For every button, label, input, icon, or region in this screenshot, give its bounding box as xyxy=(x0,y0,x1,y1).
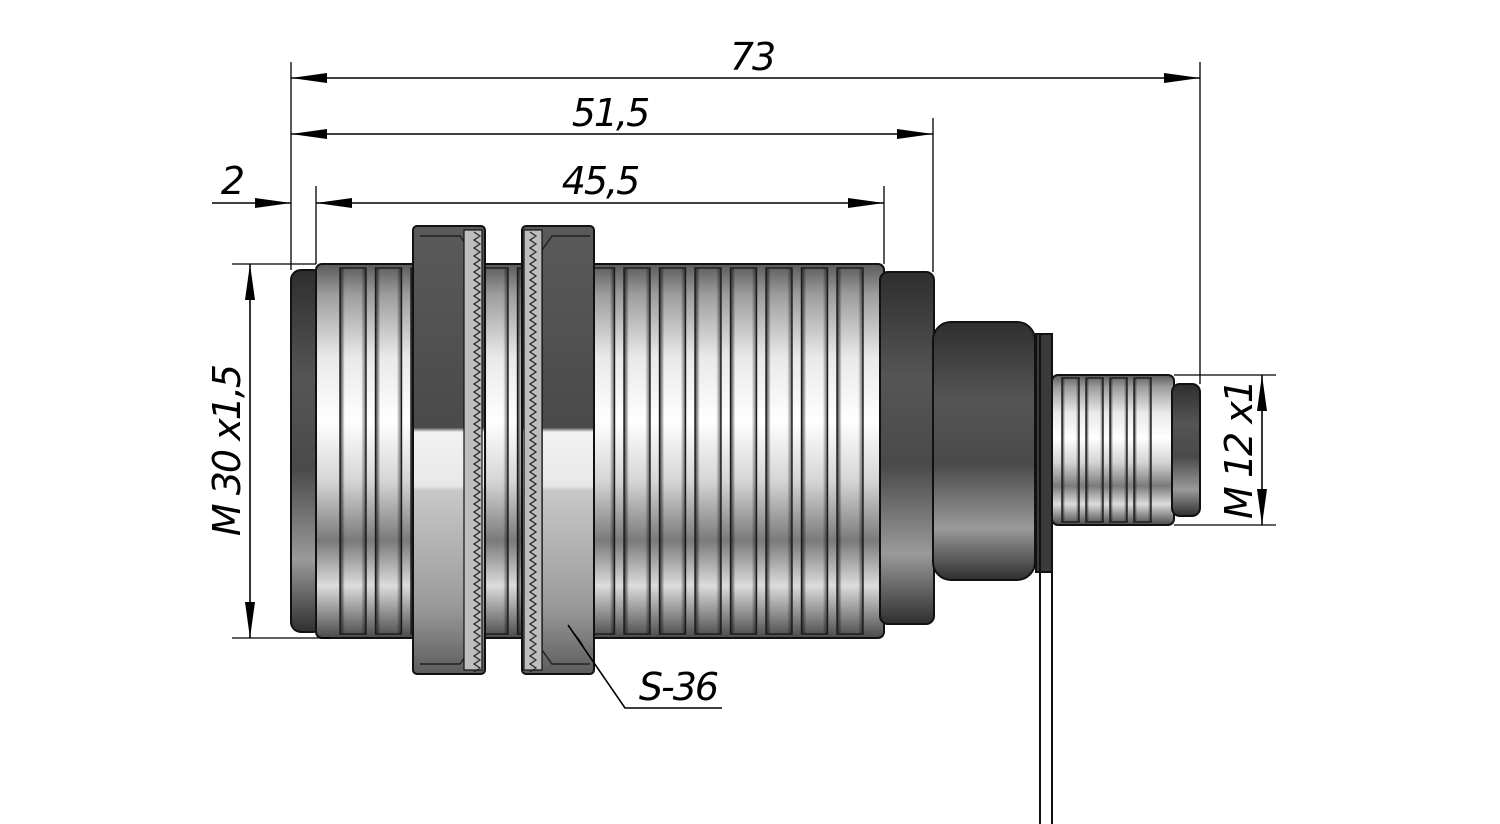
connector-housing xyxy=(932,321,1036,581)
thread-rib xyxy=(729,267,758,635)
connector-cable xyxy=(1039,335,1053,824)
thread-rib xyxy=(374,267,403,635)
sensor-body xyxy=(290,263,935,639)
leader-s36: S-36 xyxy=(567,624,722,709)
dimension-73: 73 xyxy=(290,35,1201,384)
label-chamfer: 2 xyxy=(221,159,243,203)
thread-rib xyxy=(1061,377,1080,523)
thread-rib xyxy=(694,267,722,635)
lock-nut-1 xyxy=(412,225,486,675)
dimension-45-5: 45,5 xyxy=(315,159,885,264)
dimension-m30: M 30 x1,5 xyxy=(205,263,330,639)
thread-rib xyxy=(1133,377,1152,523)
thread-rib xyxy=(623,267,651,635)
thread-rib xyxy=(1109,377,1128,523)
lock-nut-2 xyxy=(521,225,595,675)
label-body-length: 51,5 xyxy=(572,91,649,135)
thread-rib xyxy=(836,267,864,635)
thread-rib xyxy=(339,267,367,635)
connector-thread-ribs xyxy=(1061,377,1152,523)
thread-rib xyxy=(658,267,687,635)
dimension-51-5: 51,5 xyxy=(291,91,934,272)
thread-rib xyxy=(765,267,793,635)
thread-rib xyxy=(1085,377,1104,523)
dimension-2: 2 xyxy=(212,159,291,208)
thread-rib xyxy=(800,267,829,635)
label-connector-thread: M 12 x1 xyxy=(1217,381,1261,519)
rear-collar xyxy=(879,271,935,625)
label-overall-length: 73 xyxy=(730,35,774,79)
label-thread-length: 45,5 xyxy=(562,159,639,203)
dimension-m12: M 12 x1 xyxy=(1174,374,1276,526)
connector-tip xyxy=(1171,383,1201,517)
label-body-thread: M 30 x1,5 xyxy=(205,365,249,536)
connector xyxy=(932,321,1201,824)
thread-rib xyxy=(481,267,509,635)
label-nut-size: S-36 xyxy=(639,665,718,709)
connector-ring xyxy=(1035,333,1053,573)
